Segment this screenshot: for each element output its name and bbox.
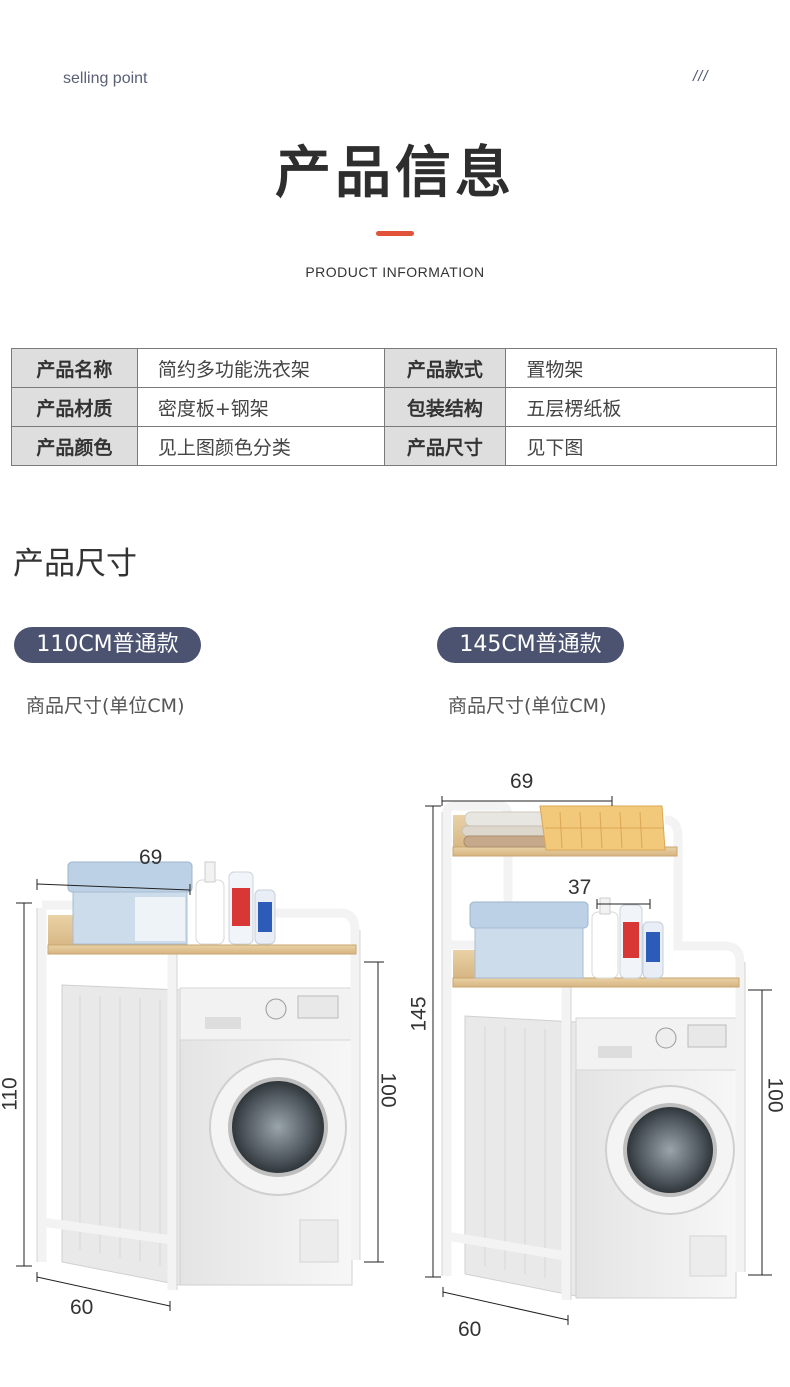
height-label-145: 145 bbox=[407, 996, 431, 1032]
info-value: 简约多功能洗衣架 bbox=[136, 348, 385, 388]
info-key: 产品尺寸 bbox=[383, 426, 507, 466]
inner-height-label-145: 100 bbox=[763, 1077, 787, 1113]
info-key: 产品颜色 bbox=[11, 426, 138, 466]
washing-machine bbox=[61, 984, 353, 1286]
wooden-shelf-middle bbox=[452, 977, 740, 988]
info-value: 见下图 bbox=[505, 426, 777, 466]
model-badge-110: 110CM普通款 bbox=[14, 627, 201, 663]
wooden-shelf bbox=[47, 944, 357, 955]
dimensions-section-title: 产品尺寸 bbox=[13, 546, 137, 582]
info-key: 包装结构 bbox=[383, 387, 507, 427]
info-key: 产品材质 bbox=[11, 387, 138, 427]
unit-note-110: 商品尺寸(单位CM) bbox=[26, 695, 185, 717]
info-value: 见上图颜色分类 bbox=[136, 426, 385, 466]
dimension-lines bbox=[425, 796, 772, 1325]
title-accent-bar bbox=[376, 231, 414, 236]
unit-note-145: 商品尺寸(单位CM) bbox=[448, 695, 607, 717]
page-subtitle: PRODUCT INFORMATION bbox=[305, 264, 485, 280]
depth-label-145: 60 bbox=[458, 1318, 482, 1341]
selling-point-label: selling point bbox=[63, 70, 148, 87]
inner-height-label-110: 100 bbox=[376, 1072, 400, 1108]
table-row: 产品颜色 见上图颜色分类 产品尺寸 见下图 bbox=[11, 426, 777, 466]
mid-width-label-145: 37 bbox=[568, 876, 592, 899]
product-info-table: 产品名称 简约多功能洗衣架 产品款式 置物架 产品材质 密度板+钢架 包装结构 … bbox=[11, 348, 777, 466]
info-key: 产品名称 bbox=[11, 348, 138, 388]
depth-label-110: 60 bbox=[70, 1296, 94, 1319]
page-title: 产品信息 bbox=[275, 141, 515, 206]
width-label-110: 69 bbox=[139, 846, 163, 869]
model-badge-145: 145CM普通款 bbox=[437, 627, 624, 663]
width-label-145: 69 bbox=[510, 770, 534, 793]
decorative-slashes: /// bbox=[693, 68, 709, 85]
table-row: 产品材质 密度板+钢架 包装结构 五层楞纸板 bbox=[11, 387, 777, 427]
info-value: 密度板+钢架 bbox=[136, 387, 385, 427]
shelf-items bbox=[67, 861, 276, 945]
rack-110 bbox=[16, 861, 384, 1311]
rack-145 bbox=[425, 796, 772, 1325]
table-row: 产品名称 简约多功能洗衣架 产品款式 置物架 bbox=[11, 348, 777, 388]
info-value: 置物架 bbox=[505, 348, 777, 388]
washing-machine bbox=[464, 1015, 737, 1299]
dimension-lines bbox=[16, 879, 384, 1311]
shelf-items bbox=[461, 805, 666, 979]
info-value: 五层楞纸板 bbox=[505, 387, 777, 427]
height-label-110: 110 bbox=[0, 1077, 22, 1111]
